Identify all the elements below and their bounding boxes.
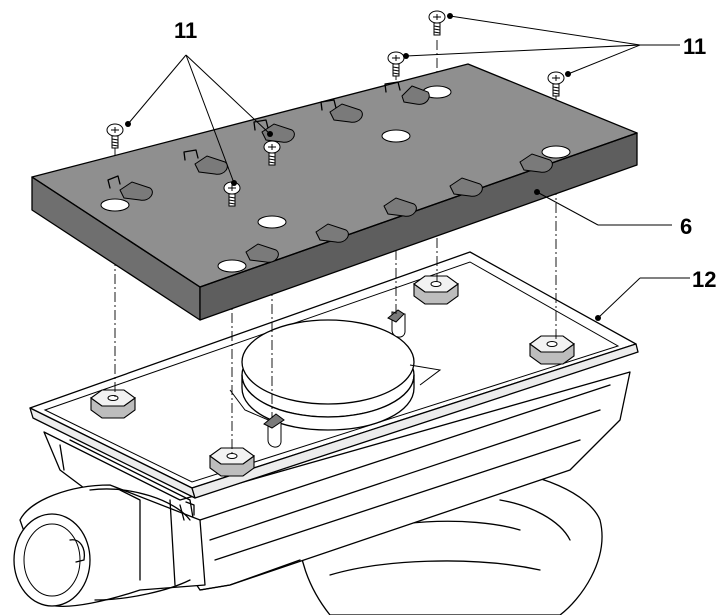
hex-nut <box>413 275 459 305</box>
leader-lines <box>125 13 690 321</box>
callout-base-plate: 12 <box>692 267 716 292</box>
pad-notches <box>107 81 401 189</box>
base-plate <box>29 251 639 499</box>
screw <box>106 123 124 149</box>
clamp-pin <box>387 309 406 338</box>
hex-nut <box>529 335 575 365</box>
screw <box>428 10 446 36</box>
pad-clamp-slot <box>119 85 553 263</box>
callout-sanding-pad: 6 <box>680 214 692 239</box>
screw <box>387 51 405 77</box>
callout-screws-left: 11 <box>174 18 197 43</box>
screw <box>547 71 565 97</box>
sanding-pad <box>31 63 638 321</box>
callout-screws-right: 11 <box>683 34 706 59</box>
hex-nut <box>209 447 255 477</box>
pad-hole <box>100 85 571 273</box>
sander-body <box>13 371 631 615</box>
screw <box>263 140 281 166</box>
hex-nut <box>90 389 136 419</box>
